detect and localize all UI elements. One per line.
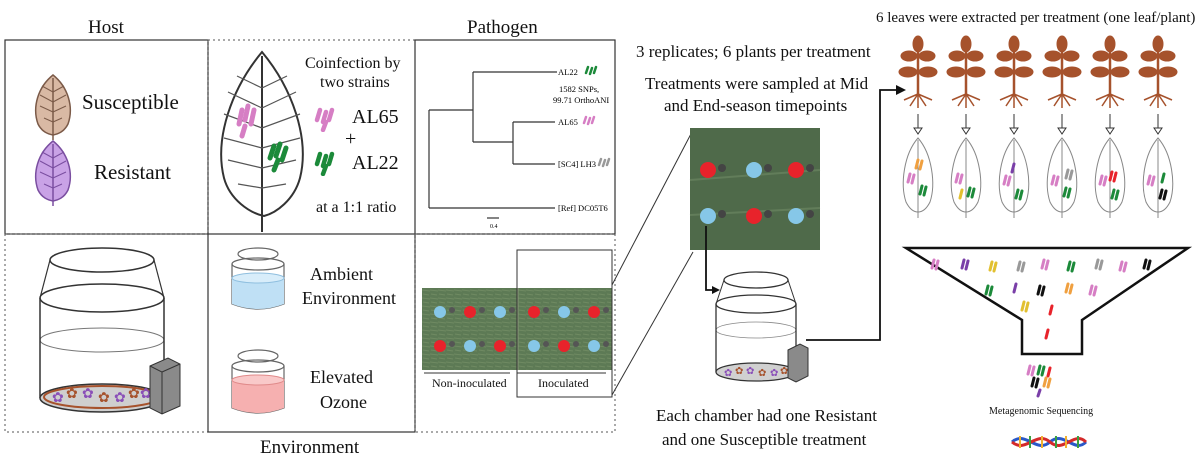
tree-sc4-icon (597, 157, 611, 168)
sampled-line2: and End-season timepoints (664, 96, 848, 115)
sequencing-label: Metagenomic Sequencing (989, 406, 1094, 417)
plus-sign: + (345, 128, 357, 150)
infected-leaf-drawing (220, 50, 304, 232)
chamber-line1: Each chamber had one Resistant (656, 406, 877, 425)
svg-text:✿: ✿ (140, 387, 152, 402)
tree-leaf-ref: [Ref] DC05T6 (558, 203, 608, 213)
tree-leaf-sc4: [SC4] LH3 (558, 159, 596, 169)
svg-text:✿: ✿ (128, 387, 140, 402)
strain-al22-label: AL22 (352, 152, 399, 174)
svg-text:✿: ✿ (758, 368, 766, 379)
svg-text:✿: ✿ (98, 391, 110, 406)
svg-text:✿: ✿ (724, 368, 732, 379)
strain-al22-icon (314, 151, 335, 176)
non-inoculated-label: Non-inoculated (432, 376, 507, 390)
chamber-line2: and one Susceptible treatment (662, 430, 867, 449)
tree-al22-icon (584, 65, 598, 76)
extraction-drawing (898, 35, 1193, 448)
svg-text:✿: ✿ (780, 366, 788, 377)
ozone-jar-icon (231, 349, 285, 414)
host-title: Host (88, 17, 124, 38)
ambient-jar-icon (231, 247, 285, 310)
zoomed-plot-photo (700, 162, 814, 224)
resistant-leaf-icon (34, 140, 72, 206)
inoculated-label: Inoculated (538, 376, 589, 390)
susceptible-label: Susceptible (82, 90, 179, 114)
ozone-line2: Ozone (320, 392, 367, 412)
svg-text:✿: ✿ (66, 387, 78, 402)
svg-text:✿: ✿ (82, 387, 94, 402)
strain-al65-icon (314, 107, 335, 132)
dna-helix-icon (1011, 436, 1088, 448)
coinfection-line1: Coinfection by (305, 55, 401, 72)
sampled-line1: Treatments were sampled at Mid (645, 74, 869, 93)
replicates-text: 3 replicates; 6 plants per treatment (636, 42, 871, 61)
svg-text:✿: ✿ (52, 391, 64, 406)
resistant-label: Resistant (94, 160, 171, 184)
strain-al65-label: AL65 (352, 106, 399, 128)
open-top-chamber-drawing: ✿✿✿✿ ✿✿✿ (39, 247, 181, 415)
small-chamber-drawing: ✿✿✿ ✿✿✿ (715, 271, 809, 383)
svg-text:✿: ✿ (770, 368, 778, 379)
svg-text:✿: ✿ (735, 366, 743, 377)
tree-leaf-al22: AL22 (558, 67, 578, 77)
svg-text:✿: ✿ (114, 391, 126, 406)
tree-leaf-al65: AL65 (558, 117, 578, 127)
tree-scale-label: 0.4 (490, 224, 498, 230)
ozone-line1: Elevated (310, 367, 373, 387)
coinfection-line2: two strains (320, 74, 390, 91)
svg-text:✿: ✿ (746, 366, 754, 377)
ratio-label: at a 1:1 ratio (316, 199, 397, 216)
collected-bacteria-icon (1026, 364, 1052, 398)
tree-snps: 1582 SNPs, (559, 84, 599, 94)
extraction-title: 6 leaves were extracted per treatment (o… (876, 10, 1196, 26)
susceptible-leaf-icon (34, 74, 72, 140)
environment-title: Environment (260, 437, 360, 458)
ambient-line1: Ambient (310, 264, 373, 284)
pathogen-title: Pathogen (467, 17, 538, 38)
tree-orthoani: 99.71 OrthoANI (553, 95, 609, 105)
phylogenetic-tree: AL22 1582 SNPs, 99.71 OrthoANI AL65 [SC4… (428, 65, 611, 230)
tree-al65-icon (582, 115, 596, 126)
ambient-line2: Environment (302, 288, 396, 308)
